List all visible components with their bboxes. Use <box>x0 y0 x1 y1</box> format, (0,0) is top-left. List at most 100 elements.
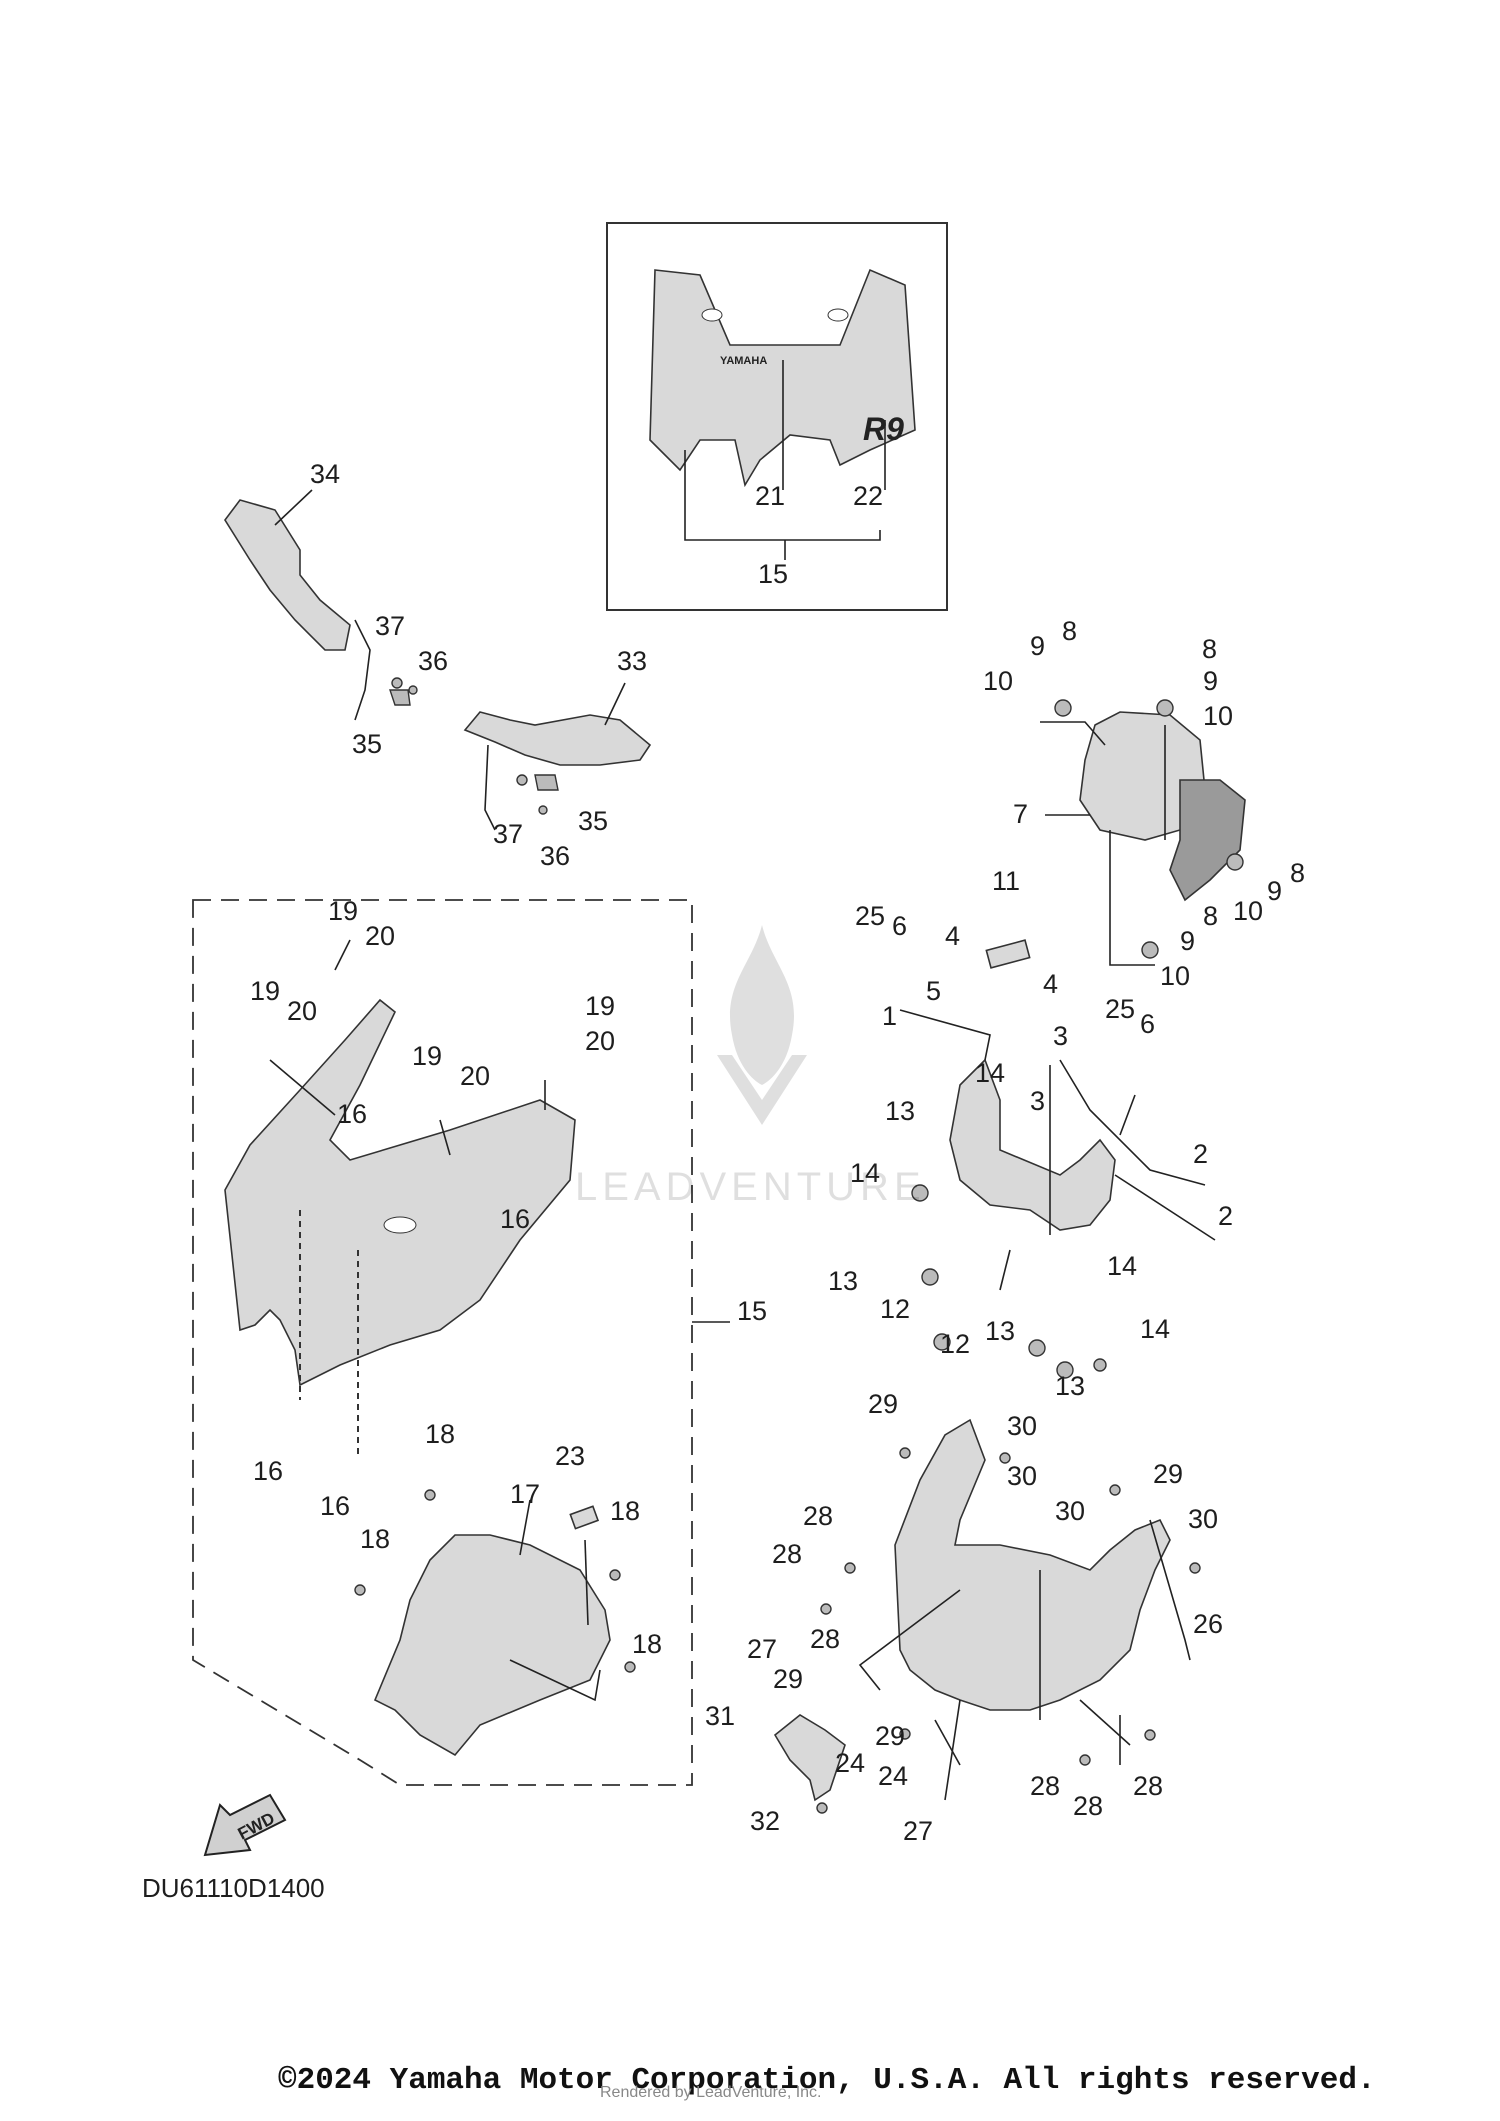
ref-label: 20 <box>365 921 395 951</box>
reference-labels: 1 2 2 3 3 4 4 5 6 6 7 8 8 8 8 9 9 9 9 10… <box>250 459 1305 1846</box>
ref-label: 25 <box>1105 994 1135 1024</box>
ref-label: 6 <box>892 911 907 941</box>
ref-label: 36 <box>540 841 570 871</box>
ref-label: 9 <box>1267 876 1282 906</box>
ref-label: 29 <box>1153 1459 1183 1489</box>
ref-label: 37 <box>493 819 523 849</box>
ref-label: 13 <box>985 1316 1015 1346</box>
ref-label: 21 <box>755 481 785 511</box>
ref-label: 14 <box>975 1058 1005 1088</box>
ref-label: 19 <box>585 991 615 1021</box>
ref-label: 4 <box>1043 969 1058 999</box>
ref-label: 28 <box>803 1501 833 1531</box>
brand-decal-text: YAMAHA <box>720 355 767 367</box>
ref-label: 16 <box>253 1456 283 1486</box>
ref-label: 2 <box>1218 1201 1233 1231</box>
upper-cowling-part <box>224 998 576 1387</box>
ref-label: 24 <box>878 1761 908 1791</box>
ref-label: 19 <box>412 1041 442 1071</box>
model-decal-text: R9 <box>863 411 904 447</box>
group-frame <box>192 899 693 1786</box>
ref-label: 2 <box>1193 1139 1208 1169</box>
render-credit: Rendered by LeadVenture, Inc. <box>600 2084 822 2101</box>
ref-label: 30 <box>1188 1504 1218 1534</box>
ref-label: 12 <box>880 1294 910 1324</box>
ref-label: 28 <box>1073 1791 1103 1821</box>
ref-label: 28 <box>1030 1771 1060 1801</box>
ref-label: 16 <box>320 1491 350 1521</box>
ref-label: 3 <box>1030 1086 1045 1116</box>
ref-label: 8 <box>1203 901 1218 931</box>
ref-label: 13 <box>885 1096 915 1126</box>
ref-label: 24 <box>835 1748 865 1778</box>
ref-label: 5 <box>926 976 941 1006</box>
ref-label: 10 <box>1160 961 1190 991</box>
ref-label: 37 <box>375 611 405 641</box>
ref-label: 6 <box>1140 1009 1155 1039</box>
ref-label: 25 <box>855 901 885 931</box>
ref-label: 23 <box>555 1441 585 1471</box>
ref-label: 11 <box>992 866 1020 896</box>
ref-label: 15 <box>758 559 788 589</box>
ref-label: 9 <box>1203 666 1218 696</box>
ref-label: 20 <box>287 996 317 1026</box>
ref-label: 30 <box>1007 1411 1037 1441</box>
ref-label: 14 <box>1107 1251 1137 1281</box>
ref-label: 16 <box>337 1099 367 1129</box>
ref-label: 29 <box>875 1721 905 1751</box>
headlight-bracket <box>1169 779 1246 902</box>
inner-cowling-part <box>894 1418 1171 1711</box>
ref-label: 29 <box>868 1389 898 1419</box>
ref-label: 33 <box>617 646 647 676</box>
ref-label: 10 <box>983 666 1013 696</box>
ref-label: 32 <box>750 1806 780 1836</box>
ref-label: 18 <box>425 1419 455 1449</box>
side-cover-31 <box>773 1714 846 1802</box>
ref-label: 28 <box>1133 1771 1163 1801</box>
ref-label: 18 <box>360 1524 390 1554</box>
ref-label: 22 <box>853 481 883 511</box>
ref-label: 15 <box>737 1296 767 1326</box>
ref-label: 19 <box>250 976 280 1006</box>
ref-label: 28 <box>810 1624 840 1654</box>
side-panel-part <box>463 711 652 766</box>
flame-watermark-icon <box>717 925 807 1125</box>
ref-label: 9 <box>1030 631 1045 661</box>
ref-label: 9 <box>1180 926 1195 956</box>
ref-label: 16 <box>500 1204 530 1234</box>
ref-label: 28 <box>772 1539 802 1569</box>
forward-arrow-icon: FWD <box>203 1793 287 1857</box>
ref-label: 26 <box>1193 1609 1223 1639</box>
inset-frame <box>606 222 948 611</box>
diagram-code: DU61110D1400 <box>142 1873 325 1903</box>
ref-label: 13 <box>1055 1371 1085 1401</box>
ref-label: 27 <box>903 1816 933 1846</box>
ref-label: 14 <box>1140 1314 1170 1344</box>
ref-label: 30 <box>1055 1496 1085 1526</box>
ref-label: 29 <box>773 1664 803 1694</box>
ref-label: 35 <box>352 729 382 759</box>
ref-label: 20 <box>585 1026 615 1056</box>
ref-label: 7 <box>1013 799 1028 829</box>
ref-label: 8 <box>1290 858 1305 888</box>
ref-label: 10 <box>1203 701 1233 731</box>
decal-23 <box>569 1505 600 1530</box>
ref-label: 8 <box>1202 634 1217 664</box>
ref-label: 27 <box>747 1634 777 1664</box>
ref-label: 36 <box>418 646 448 676</box>
copyright-notice: ©2024 Yamaha Motor Corporation, U.S.A. A… <box>278 2063 1376 2098</box>
ref-label: 13 <box>828 1266 858 1296</box>
bracket-11 <box>985 939 1031 969</box>
ref-label: 4 <box>945 921 960 951</box>
ref-label: 1 <box>882 1001 897 1031</box>
ref-label: 35 <box>578 806 608 836</box>
ref-label: 3 <box>1053 1021 1068 1051</box>
ref-label: 20 <box>460 1061 490 1091</box>
ref-label: 10 <box>1233 896 1263 926</box>
ref-label: 17 <box>510 1479 540 1509</box>
cowling-stay-part <box>949 1058 1116 1231</box>
ref-label: 14 <box>850 1158 880 1188</box>
ref-label: 19 <box>328 896 358 926</box>
air-duct-part <box>224 499 351 651</box>
